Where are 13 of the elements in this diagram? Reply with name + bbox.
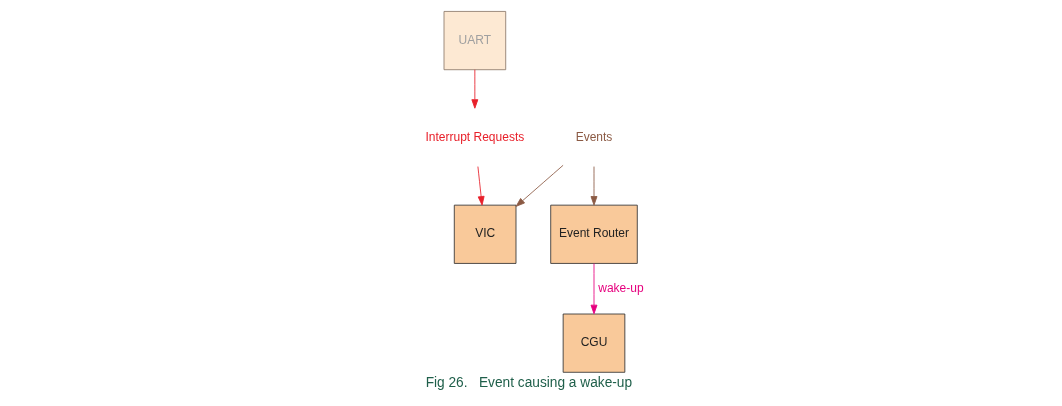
edge-label: wake-up <box>598 280 644 295</box>
arrow <box>590 263 598 315</box>
caption: Fig 26. Event causing a wake-up <box>425 374 633 390</box>
arrow <box>477 166 485 206</box>
node-text: Interrupt Requests <box>425 129 525 144</box>
arrow <box>471 69 479 109</box>
node-text: Events <box>575 129 613 144</box>
node-box: CGU <box>562 313 626 373</box>
arrow <box>590 166 598 206</box>
node-box: UART <box>443 11 507 71</box>
node-box: Event Router <box>550 204 638 264</box>
arrow <box>515 164 564 207</box>
node-box: VIC <box>453 204 517 264</box>
